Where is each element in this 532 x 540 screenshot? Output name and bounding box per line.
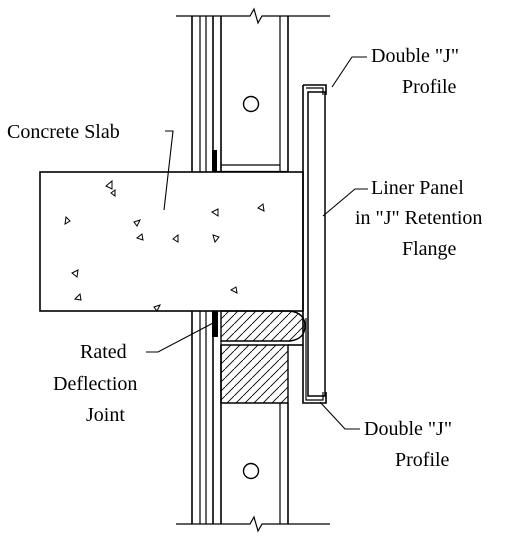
lower-wall — [176, 311, 330, 533]
liner-panel — [307, 91, 326, 397]
top-sealant — [212, 150, 217, 172]
label-rated-line3: Joint — [86, 404, 125, 426]
mineral-wool-upper — [220, 310, 306, 342]
label-liner-line1: Liner Panel — [371, 177, 464, 199]
leader-liner-panel — [322, 188, 368, 217]
mineral-wool-lower — [220, 344, 289, 404]
label-liner-line3: Flange — [402, 238, 457, 260]
leader-rated-joint — [146, 321, 216, 353]
label-rated-line2: Deflection — [53, 373, 137, 395]
top-j-profile — [302, 84, 327, 318]
concrete-slab — [39, 171, 304, 312]
leader-lines — [146, 56, 368, 430]
aggregate-marks — [64, 179, 265, 312]
label-concrete-slab: Concrete Slab — [7, 121, 120, 143]
leader-double-j-top — [331, 56, 367, 88]
bottom-j-profile — [302, 318, 327, 404]
leader-concrete-slab — [163, 130, 174, 211]
upper-wall — [176, 7, 330, 174]
stud-hole-top — [242, 95, 260, 113]
label-double-j-top-line1: Double "J" — [371, 45, 459, 67]
label-double-j-top-line2: Profile — [402, 76, 457, 98]
top-break-line — [176, 7, 330, 25]
label-double-j-bottom-line1: Double "J" — [364, 418, 452, 440]
label-rated-line1: Rated — [80, 341, 127, 363]
joint-sealant — [212, 311, 218, 337]
liner-panel-assembly — [302, 84, 327, 404]
stud-hole-bottom — [242, 462, 260, 480]
bottom-break-line — [176, 515, 330, 533]
label-double-j-bottom-line2: Profile — [395, 449, 450, 471]
leader-double-j-bottom — [319, 401, 360, 430]
label-liner-line2: in "J" Retention — [355, 207, 482, 229]
labels: Concrete Slab Double "J" Profile Liner P… — [7, 45, 482, 471]
deflection-joint — [212, 310, 306, 404]
